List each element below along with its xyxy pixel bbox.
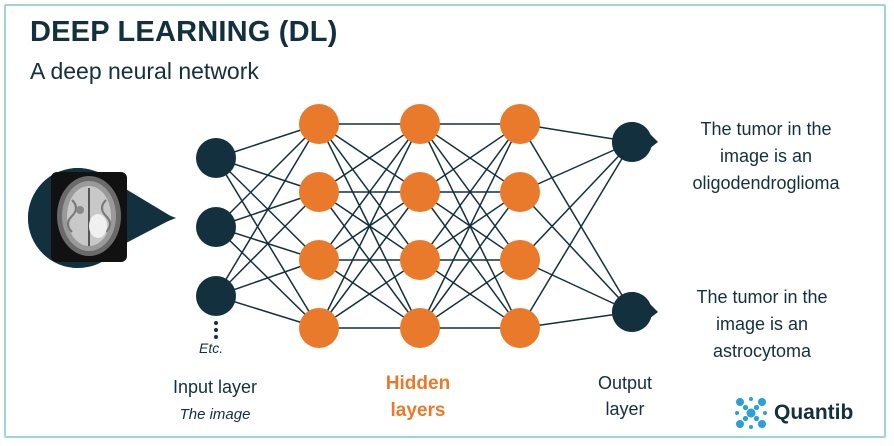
network-edge xyxy=(519,141,633,193)
output-line: image is an xyxy=(715,314,809,334)
diagram-frame xyxy=(4,4,886,438)
hidden-node xyxy=(500,104,540,144)
diagram-subtitle: A deep neural network xyxy=(30,58,259,84)
output-line: image is an xyxy=(719,146,813,166)
output-text-astrocytoma: The tumor in the image is an astrocytoma xyxy=(662,284,862,365)
hidden-node xyxy=(400,308,440,348)
hidden-node xyxy=(299,104,339,144)
network-edge xyxy=(419,123,521,329)
output-line: The tumor in the xyxy=(696,287,828,307)
etc-label: Etc. xyxy=(199,340,224,356)
brand-name: Quantib xyxy=(774,401,854,424)
output-node xyxy=(612,122,658,162)
network-edge xyxy=(215,191,320,297)
brain-mri-scan-icon xyxy=(27,168,176,269)
hidden-layers-line1: Hidden xyxy=(385,373,451,394)
input-layer-sublabel: The image xyxy=(179,406,251,423)
network-edge xyxy=(215,123,320,297)
network-edge xyxy=(318,191,421,329)
input-layer-title: Input layer xyxy=(172,377,258,397)
network-edges xyxy=(215,123,633,329)
output-line: oligodendroglioma xyxy=(692,173,840,193)
hidden-node xyxy=(299,240,339,280)
network-edge xyxy=(519,141,633,261)
diagram-title: DEEP LEARNING (DL) xyxy=(30,16,338,48)
hidden-node xyxy=(400,104,440,144)
quantib-logo: Quantib xyxy=(734,396,853,430)
network-nodes xyxy=(196,104,658,348)
network-edge xyxy=(318,259,421,329)
output-line: The tumor in the xyxy=(700,119,832,139)
hidden-node xyxy=(400,240,440,280)
network-edge xyxy=(419,123,521,193)
etc-dots-icon xyxy=(214,321,218,339)
output-layer-line1: Output xyxy=(597,373,653,393)
network-edge xyxy=(318,123,421,193)
output-node xyxy=(612,292,658,332)
hidden-layers-line2: layers xyxy=(390,400,446,421)
hidden-node xyxy=(400,172,440,212)
network-edge xyxy=(419,123,521,261)
hidden-node xyxy=(500,308,540,348)
network-edge xyxy=(519,141,633,329)
network-edge xyxy=(318,123,421,261)
network-edge xyxy=(215,123,320,228)
hidden-node xyxy=(500,240,540,280)
network-edge xyxy=(419,259,521,329)
network-edge xyxy=(519,191,633,313)
output-line: astrocytoma xyxy=(712,341,812,361)
quantib-logo-icon xyxy=(735,397,767,429)
output-layer-label: Output layer xyxy=(570,370,680,422)
input-node xyxy=(196,276,236,316)
output-layer-line2: layer xyxy=(605,399,645,419)
network-edge xyxy=(519,259,633,313)
hidden-node xyxy=(299,172,339,212)
input-layer-label: Input layer The image xyxy=(150,374,280,428)
input-node xyxy=(196,138,236,178)
hidden-node xyxy=(299,308,339,348)
hidden-node xyxy=(500,172,540,212)
network-edge xyxy=(519,123,633,313)
network-edge xyxy=(419,191,521,329)
input-node xyxy=(196,207,236,247)
hidden-layers-label: Hidden layers xyxy=(358,370,478,424)
output-text-oligodendroglioma: The tumor in the image is an oligodendro… xyxy=(666,116,866,197)
network-edge xyxy=(318,123,421,329)
